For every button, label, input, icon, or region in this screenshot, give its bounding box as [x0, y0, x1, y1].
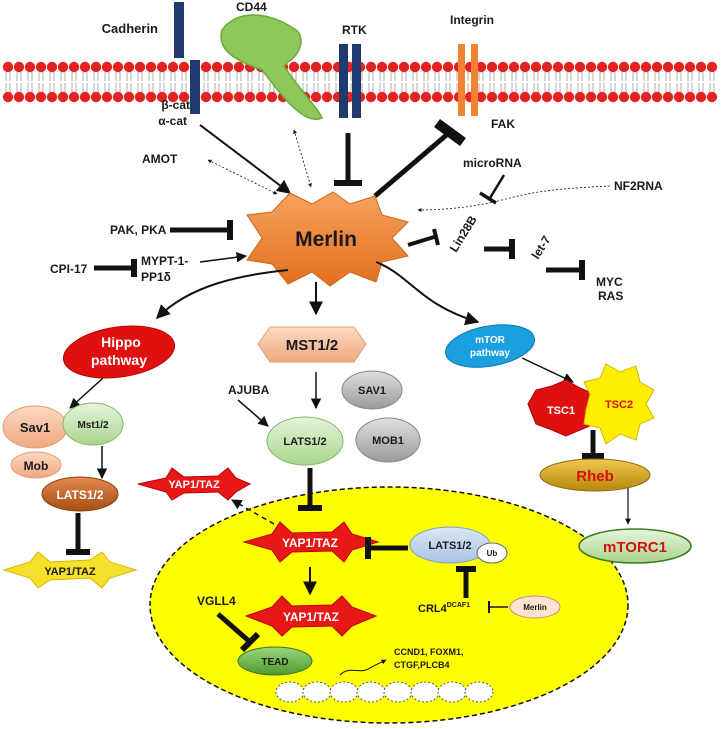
hippo-title-2: pathway	[91, 352, 147, 368]
vgll4-inhibition	[216, 612, 261, 653]
mypt-arrow	[199, 252, 248, 263]
ras-label: RAS	[598, 289, 623, 303]
pp1-label: PP1δ	[141, 270, 171, 284]
tsc2-node	[583, 363, 655, 445]
ajuba-label: AJUBA	[228, 383, 270, 397]
microrna-inhibition	[479, 174, 506, 205]
nucleus-yaptaz-2	[244, 595, 378, 637]
hippo-lats12-label: LATS1/2	[56, 488, 103, 502]
nuclear-merlin-label: Merlin	[523, 603, 547, 612]
center-lats12-label: LATS1/2	[283, 436, 326, 448]
pak-pka-label: PAK, PKA	[110, 223, 167, 237]
ubiquitin-node	[476, 542, 508, 564]
tead-label: TEAD	[261, 657, 288, 668]
mtor-pathway-node	[445, 324, 535, 368]
pak-pka-inhibition	[170, 220, 233, 240]
nf2rna-label: NF2RNA	[614, 179, 663, 193]
nuclear-merlin-node	[509, 595, 561, 619]
cpi17-inhibition	[94, 259, 137, 277]
integrin-label: Integrin	[450, 13, 494, 27]
myc-label: MYC	[596, 275, 623, 289]
tsc2-label: TSC2	[605, 399, 633, 411]
mob1-node	[355, 417, 421, 463]
cpi17-label: CPI-17	[50, 262, 88, 276]
mtor-title-1: mTOR	[475, 335, 506, 346]
hippo-arrow	[69, 377, 104, 409]
hippo-yaptaz-node	[2, 551, 138, 589]
target-genes-2: CTGF,PLCB4	[394, 660, 450, 670]
nucleus-yaptaz-1-label: YAP1/TAZ	[282, 536, 338, 550]
nucleus-yaptaz-1	[242, 521, 380, 563]
center-mst12-label: MST1/2	[286, 337, 339, 354]
fak-label: FAK	[491, 117, 515, 131]
microrna-label: microRNA	[463, 156, 522, 170]
mst12-hexagon	[257, 326, 367, 363]
ubiquitin-label: Ub	[487, 549, 498, 558]
tsc-rheb-inhibition	[582, 430, 604, 459]
myc-ras-inhibition	[546, 260, 585, 280]
amot-label: AMOT	[142, 152, 178, 166]
rtk-label: RTK	[342, 23, 367, 37]
lats-to-yap-inhibition	[298, 468, 322, 511]
merlin-title: Merlin	[295, 228, 357, 251]
beta-catenin-label: β-cat	[161, 98, 190, 112]
nf2rna-arrow	[417, 185, 611, 212]
cytoplasm-yaptaz-node	[137, 467, 252, 501]
target-genes-1: CCND1, FOXM1,	[394, 647, 464, 657]
cd44-receptor	[220, 14, 323, 120]
lin28b-label: Lin28B	[447, 213, 480, 255]
hippo-title-1: Hippo	[101, 334, 141, 350]
center-sav1-label: SAV1	[358, 385, 386, 397]
cadherin-receptor	[174, 2, 200, 114]
mst12-node	[62, 402, 124, 446]
let7-inhibition	[484, 239, 515, 259]
tsc1-label: TSC1	[547, 405, 575, 417]
cadherin-label: Cadherin	[102, 21, 158, 36]
let7-label: let-7	[529, 233, 554, 262]
center-lats12-node	[266, 416, 344, 466]
merlin-crl4-inhibition	[488, 601, 508, 613]
rtk-receptor	[339, 44, 361, 118]
nuclear-lats-inhibition	[365, 537, 408, 559]
hippo-yaptaz-label: YAP1/TAZ	[44, 566, 96, 578]
lin28b-inhibition	[407, 228, 440, 247]
nucleus-yaptaz-2-label: YAP1/TAZ	[283, 610, 339, 624]
transcription-arrow	[339, 659, 387, 676]
rheb-label: Rheb	[576, 468, 614, 485]
crl4-label: CRL4DCAF1	[418, 602, 470, 615]
membrane-interactions	[199, 118, 466, 198]
rheb-node	[539, 458, 651, 492]
integrin-receptor	[458, 44, 478, 116]
mst12-label: Mst1/2	[77, 420, 109, 431]
mob-label: Mob	[24, 459, 49, 473]
mtorc1-node	[578, 528, 692, 564]
sav1-label: Sav1	[20, 420, 50, 435]
dna-nucleosomes	[275, 681, 494, 703]
mypt-label: MYPT-1-	[141, 254, 188, 268]
hippo-pathway-node	[62, 325, 176, 379]
mtor-arrow	[521, 357, 574, 383]
crl4-inhibition	[456, 566, 476, 598]
ajuba-arrow	[237, 399, 269, 427]
mob-node	[10, 451, 62, 479]
yap-export-arrow	[231, 499, 275, 525]
mtorc1-label: mTORC1	[603, 539, 667, 556]
hippo-lats12-node	[41, 476, 119, 512]
mtor-title-2: pathway	[470, 348, 510, 359]
alpha-catenin-label: α-cat	[158, 114, 187, 128]
sav1-center-node	[341, 370, 403, 410]
nuclear-lats12-label: LATS1/2	[428, 540, 471, 552]
cd44-label: CD44	[236, 0, 267, 14]
tead-node	[237, 646, 313, 676]
cytoplasm-yaptaz-label: YAP1/TAZ	[168, 479, 220, 491]
vgll4-label: VGLL4	[197, 594, 236, 608]
mob1-label: MOB1	[372, 435, 404, 447]
lats-yap-inhibition	[66, 513, 90, 555]
merlin-outputs	[156, 261, 480, 326]
